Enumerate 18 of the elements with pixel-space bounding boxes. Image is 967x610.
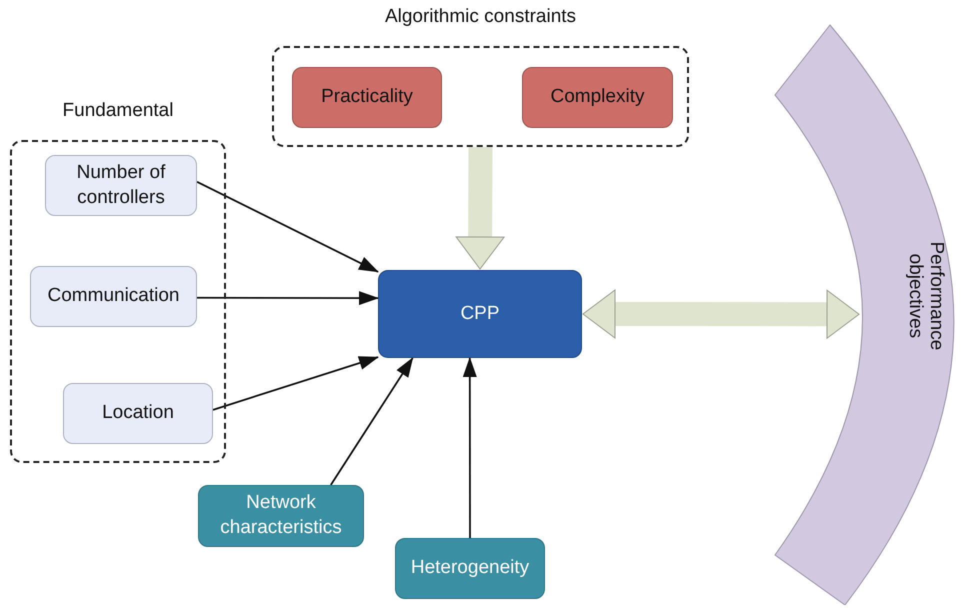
- arrow: [462, 357, 477, 538]
- arrow: [196, 181, 379, 273]
- process-box: CPP: [378, 270, 582, 358]
- group-heading: Fundamental: [62, 100, 174, 122]
- band-label: Performance objectives: [904, 240, 946, 351]
- factor-box: Heterogeneity: [395, 538, 545, 599]
- factor-box: Location: [63, 383, 213, 444]
- arrow: [197, 291, 379, 306]
- group-heading: Algorithmic constraints: [384, 6, 576, 28]
- arrow: [330, 357, 414, 486]
- arrow: [212, 356, 379, 411]
- constraint-box: Complexity: [522, 67, 673, 128]
- block-arrow: [456, 146, 505, 270]
- factor-box: Network characteristics: [198, 485, 364, 547]
- factor-box: Communication: [30, 266, 197, 327]
- constraint-box: Practicality: [292, 67, 442, 128]
- factor-box: Number of controllers: [45, 155, 197, 216]
- block-arrow: [582, 290, 860, 339]
